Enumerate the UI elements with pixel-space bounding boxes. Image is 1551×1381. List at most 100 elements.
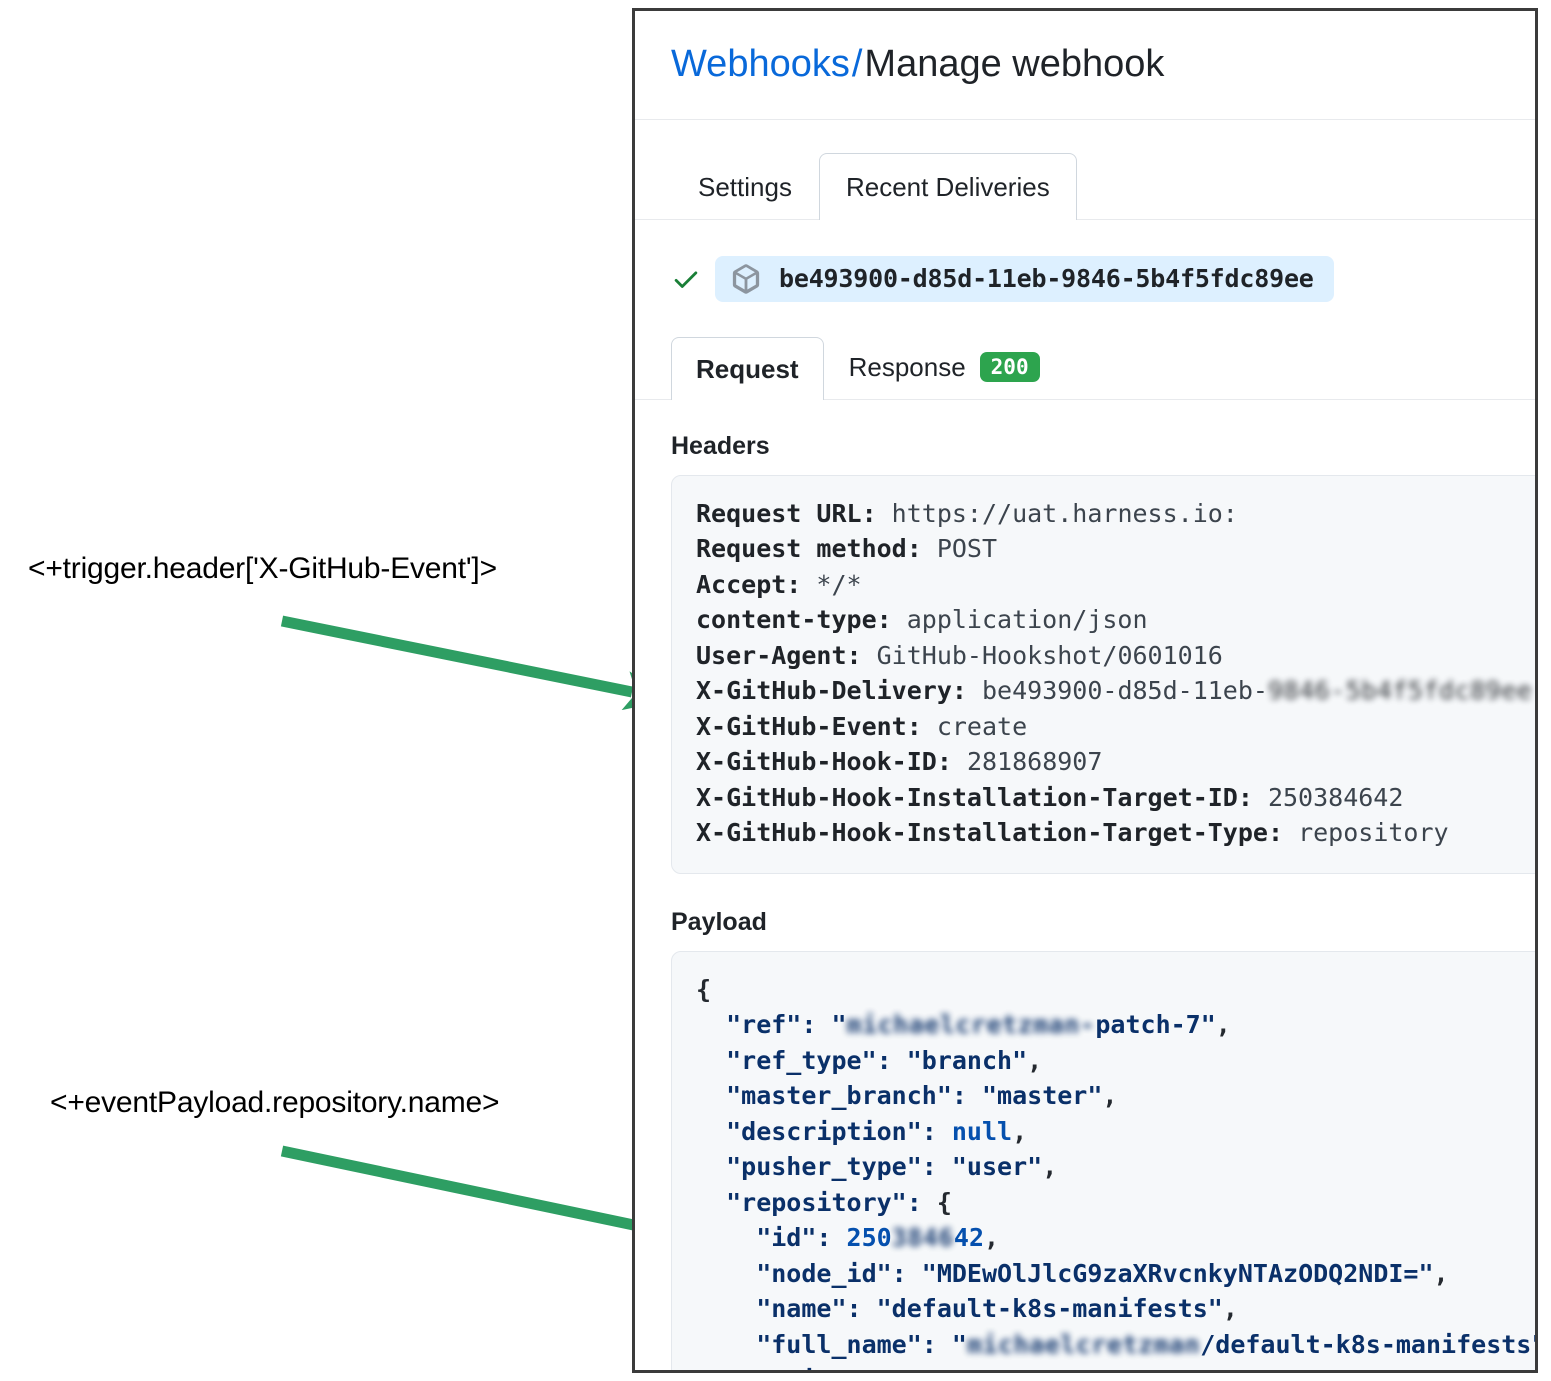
payload-line: "node_id": "MDEwOlJlcG9zaXRvcnkyNTAzODQ2… [696,1256,1535,1292]
payload-value: "branch" [906,1045,1028,1075]
payload-key: "pusher_type": [696,1152,952,1181]
header-value: GitHub-Hookshot/0601016 [876,640,1223,670]
payload-key: "name": [696,1294,877,1323]
tab-response[interactable]: Response 200 [824,333,1065,400]
header-line: Accept: */* [696,567,1535,603]
payload-title: Payload [671,907,767,936]
payload-line: "ref": "michaelcretzman-patch-7", [696,1007,1535,1043]
webhook-tabs: Settings Recent Deliveries [635,142,1535,220]
header-value: */* [816,569,862,599]
payload-key: "master_branch": [696,1081,982,1110]
header-value: 250384642 [1267,782,1404,812]
payload-key: "private": [696,1365,922,1370]
payload-key: "node_id": [696,1258,922,1288]
delivery-detail-tabs: Request Response 200 [635,328,1535,400]
payload-value: 42 [953,1223,984,1252]
header-value: POST [936,534,998,563]
breadcrumb: Webhooks/Manage webhook [671,11,1535,119]
payload-comma: , [1433,1258,1449,1288]
header-key: content-type: [696,605,907,634]
tab-recent-deliveries[interactable]: Recent Deliveries [818,152,1077,220]
payload-value: "master" [981,1081,1103,1110]
payload-value: "MDEwOlJlcG9zaXRvcnkyNTAzODQ2NDI=" [921,1258,1434,1288]
annotation-label-event-payload: <+eventPayload.repository.name> [50,1086,500,1119]
breadcrumb-separator: / [851,43,863,85]
header-value: 281868907 [966,747,1103,776]
payload-key: "ref_type": [696,1045,907,1075]
header-line: Request method: POST [696,531,1535,567]
annotation-label-trigger-header: <+trigger.header['X-GitHub-Event']> [28,552,497,585]
webhook-panel: Webhooks/Manage webhook Settings Recent … [632,8,1538,1373]
header-line: X-GitHub-Hook-Installation-Target-ID: 25… [696,780,1535,816]
tab-settings[interactable]: Settings [698,171,792,202]
delivery-id-pill[interactable]: be493900-d85d-11eb-9846-5b4f5fdc89ee [715,255,1334,302]
header-value: repository [1298,818,1449,847]
tab-request-label: Request [696,353,799,384]
breadcrumb-current: Manage webhook [864,43,1165,85]
payload-line: "ref_type": "branch", [696,1043,1535,1079]
breadcrumb-link-webhooks[interactable]: Webhooks [671,43,850,85]
header-value: application/json [906,605,1148,634]
payload-line: "private": true, [696,1362,1535,1370]
payload-comma: , [1012,1116,1028,1146]
payload-value: patch-7" [1095,1010,1216,1039]
cube-icon [732,263,760,294]
payload-brace: { [696,974,712,1004]
header-key: Request URL: [696,498,892,528]
delivery-id-text: be493900-d85d-11eb-9846-5b4f5fdc89ee [779,264,1314,293]
header-line: User-Agent: GitHub-Hookshot/0601016 [696,638,1535,674]
header-line: X-GitHub-Event: create [696,709,1535,745]
payload-comma: , [1102,1081,1118,1110]
payload-key: "id": [696,1223,847,1252]
payload-value: null [951,1116,1013,1146]
headers-code-box: Request URL: https://uat.harness.io:Requ… [671,474,1535,874]
payload-key: "full_name": [696,1329,952,1359]
headers-title: Headers [671,431,770,460]
payload-value: 250 [846,1223,892,1252]
payload-code-box: { "ref": "michaelcretzman-patch-7", "ref… [671,950,1538,1370]
header-key: User-Agent: [696,640,877,670]
header-line: X-GitHub-Hook-Installation-Target-Type: … [696,815,1535,851]
breadcrumb-divider [635,118,1535,120]
payload-line: "repository": { [696,1185,1535,1221]
payload-value: true [922,1365,982,1370]
payload-value: "default-k8s-manifests" [876,1294,1223,1323]
payload-value: /default-k8s-manifests" [1200,1329,1538,1359]
payload-line: "id": 250384642, [696,1220,1535,1256]
header-key: Request method: [696,534,937,563]
header-key: Accept: [696,569,817,599]
delivery-row[interactable]: be493900-d85d-11eb-9846-5b4f5fdc89ee [671,255,1535,302]
payload-line: "name": "default-k8s-manifests", [696,1291,1535,1327]
payload-value-redacted: michaelcretzman- [846,1010,1096,1039]
payload-line: "master_branch": "master", [696,1078,1535,1114]
header-key: X-GitHub-Delivery: [696,676,982,705]
payload-line: "full_name": "michaelcretzman/default-k8… [696,1327,1538,1363]
header-value: https://uat.harness.io: [891,498,1238,528]
payload-comma: , [1027,1045,1043,1075]
payload-comma: , [982,1365,997,1370]
payload-comma: , [1215,1010,1231,1039]
header-line: X-GitHub-Delivery: be493900-d85d-11eb-98… [696,673,1535,709]
status-badge: 200 [979,351,1040,382]
payload-line: { [696,972,1535,1008]
header-value: be493900-d85d-11eb- [981,676,1268,705]
payload-line: "description": null, [696,1114,1535,1150]
payload-key: "description": [696,1116,952,1146]
header-line: X-GitHub-Hook-ID: 281868907 [696,744,1535,780]
tab-request[interactable]: Request [671,336,824,400]
payload-key: "repository": [696,1187,937,1217]
payload-comma: , [1042,1152,1058,1181]
payload-value: " [831,1010,847,1039]
payload-key: "ref": [696,1010,832,1039]
header-key: X-GitHub-Hook-Installation-Target-ID: [696,782,1268,812]
header-value-redacted: 9846-5b4f5fdc89ee [1267,676,1533,705]
payload-value: { [936,1187,952,1217]
header-key: X-GitHub-Event: [696,711,937,741]
header-key: X-GitHub-Hook-ID: [696,747,967,776]
header-line: content-type: application/json [696,602,1535,638]
payload-value: "user" [951,1152,1043,1181]
header-line: Request URL: https://uat.harness.io: [696,496,1535,532]
header-value: create [936,711,1028,741]
payload-comma: , [1222,1294,1238,1323]
